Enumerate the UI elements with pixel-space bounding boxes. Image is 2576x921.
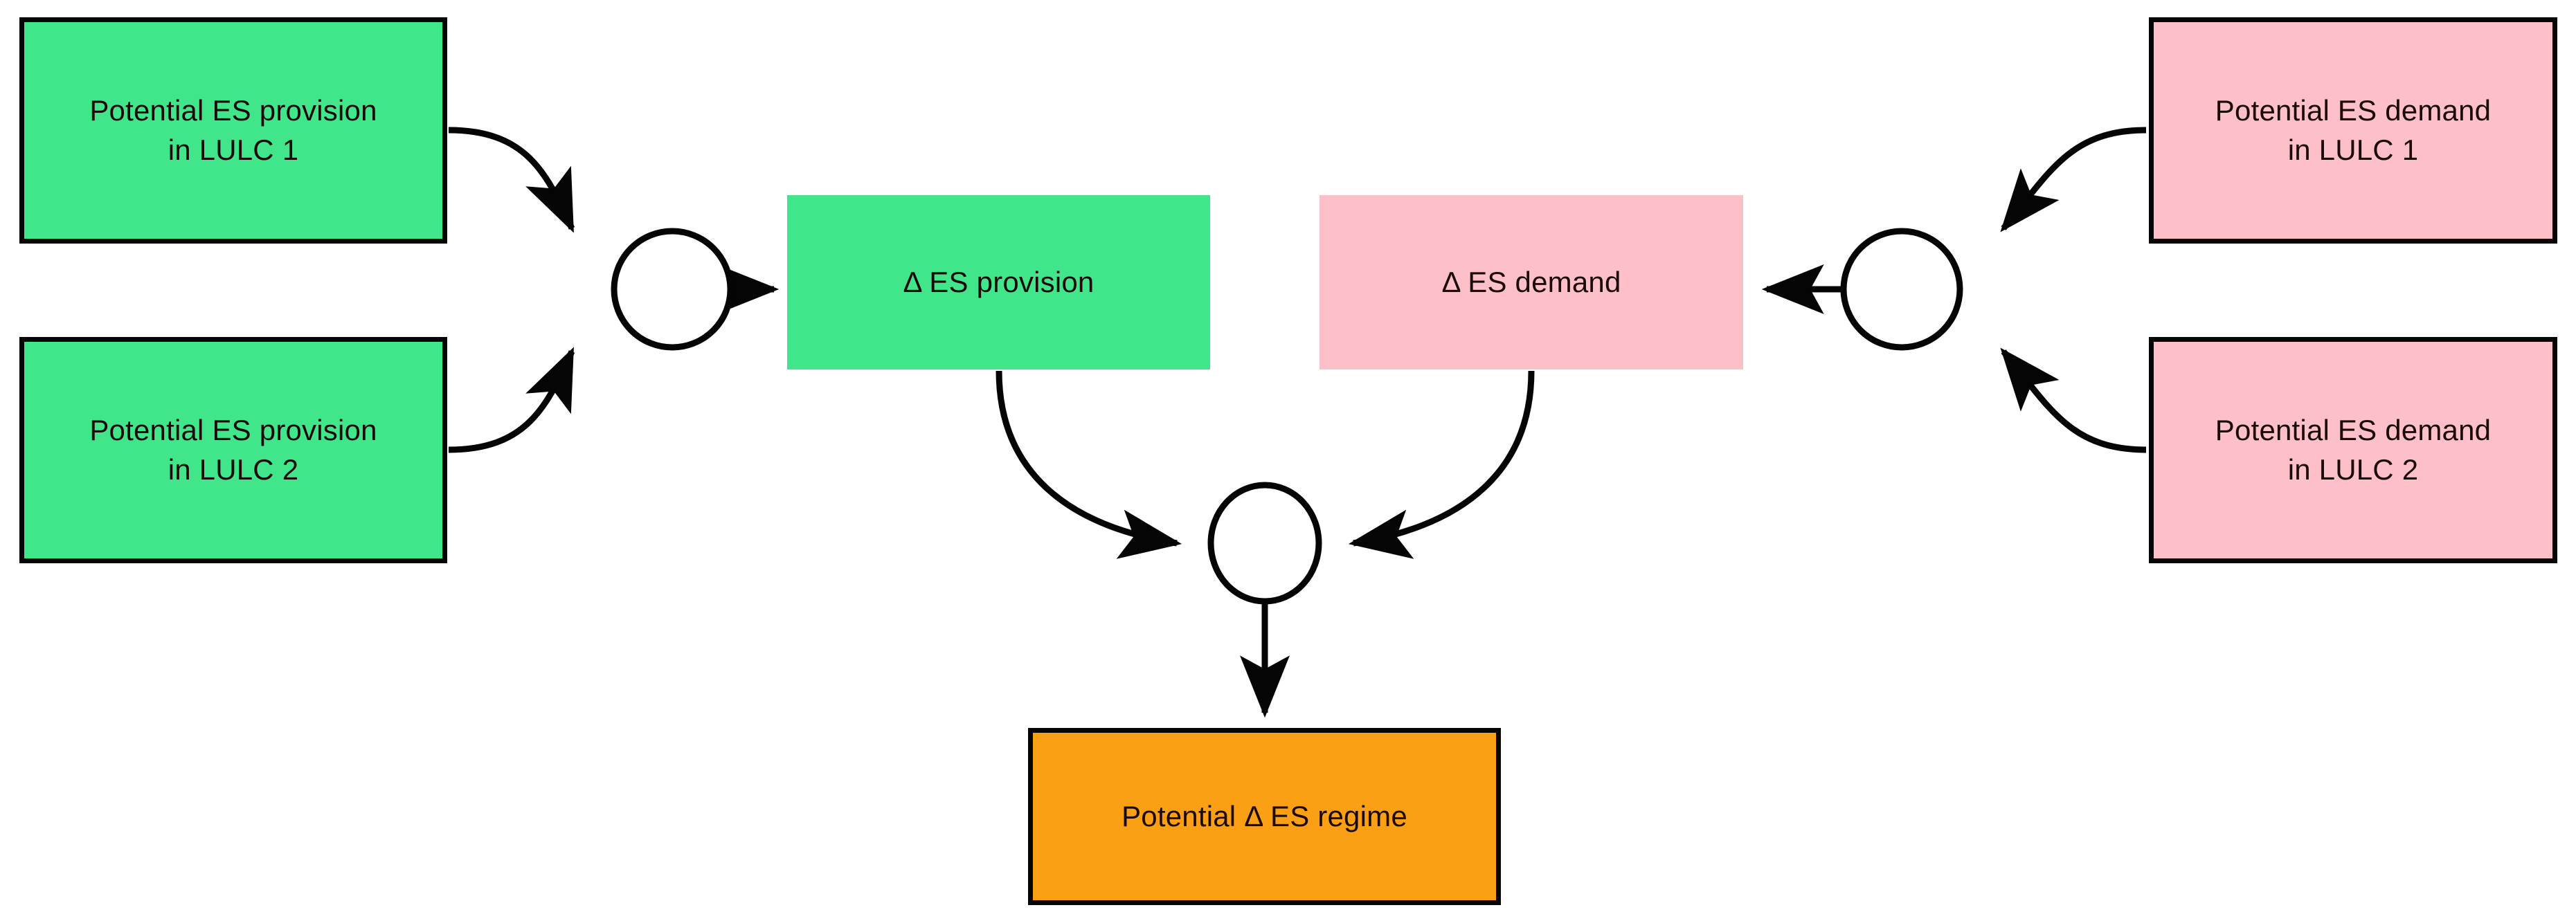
- node-demand-lulc-2-label: Potential ES demand in LULC 2: [2215, 413, 2492, 486]
- node-provision-lulc-2-label: Potential ES provision in LULC 2: [89, 413, 377, 486]
- edge-demand-lulc2-to-junction: [2000, 347, 2147, 453]
- edge-delta-provision-to-regime-junction: [996, 370, 1182, 559]
- node-provision-lulc-1[interactable]: Potential ES provision in LULC 1: [19, 17, 447, 244]
- node-provision-lulc-2[interactable]: Potential ES provision in LULC 2: [19, 337, 447, 563]
- node-delta-es-demand-label: Δ ES demand: [1441, 265, 1621, 298]
- edge-provision-lulc1-to-junction: [448, 127, 575, 233]
- demand-junction-node[interactable]: [1840, 228, 1963, 351]
- node-potential-delta-es-regime-label: Potential Δ ES regime: [1122, 799, 1407, 832]
- node-potential-delta-es-regime[interactable]: Potential Δ ES regime: [1028, 728, 1501, 905]
- node-demand-lulc-1-label: Potential ES demand in LULC 1: [2215, 93, 2492, 166]
- node-delta-es-provision[interactable]: Δ ES provision: [787, 195, 1210, 370]
- regime-junction-node[interactable]: [1207, 482, 1322, 605]
- node-demand-lulc-2[interactable]: Potential ES demand in LULC 2: [2149, 337, 2557, 563]
- node-delta-es-demand[interactable]: Δ ES demand: [1319, 195, 1743, 370]
- node-delta-es-provision-label: Δ ES provision: [903, 265, 1095, 298]
- edge-delta-demand-to-regime-junction: [1348, 370, 1535, 559]
- edge-provision-lulc2-to-junction: [448, 347, 575, 453]
- edge-demand-lulc1-to-junction: [2000, 127, 2147, 232]
- provision-junction-node[interactable]: [611, 228, 734, 351]
- node-provision-lulc-1-label: Potential ES provision in LULC 1: [89, 93, 377, 166]
- node-demand-lulc-1[interactable]: Potential ES demand in LULC 1: [2149, 17, 2557, 244]
